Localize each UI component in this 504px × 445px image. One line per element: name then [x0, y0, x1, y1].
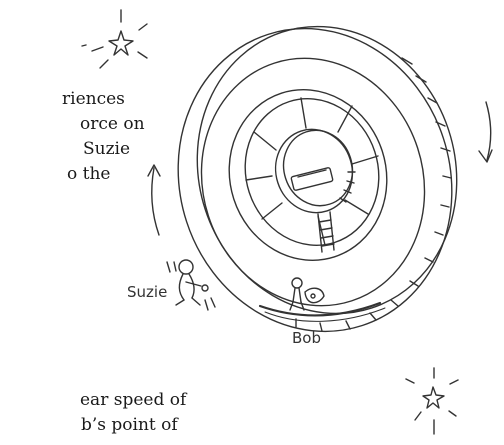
- rotation-arrow-icon: [148, 165, 160, 235]
- person-icon: [167, 260, 215, 310]
- rotation-arrow-icon: [479, 102, 492, 162]
- star-icon: [82, 10, 147, 68]
- space-station-wheel: [139, 0, 493, 367]
- star-icon: [406, 368, 458, 434]
- hub: [207, 69, 409, 281]
